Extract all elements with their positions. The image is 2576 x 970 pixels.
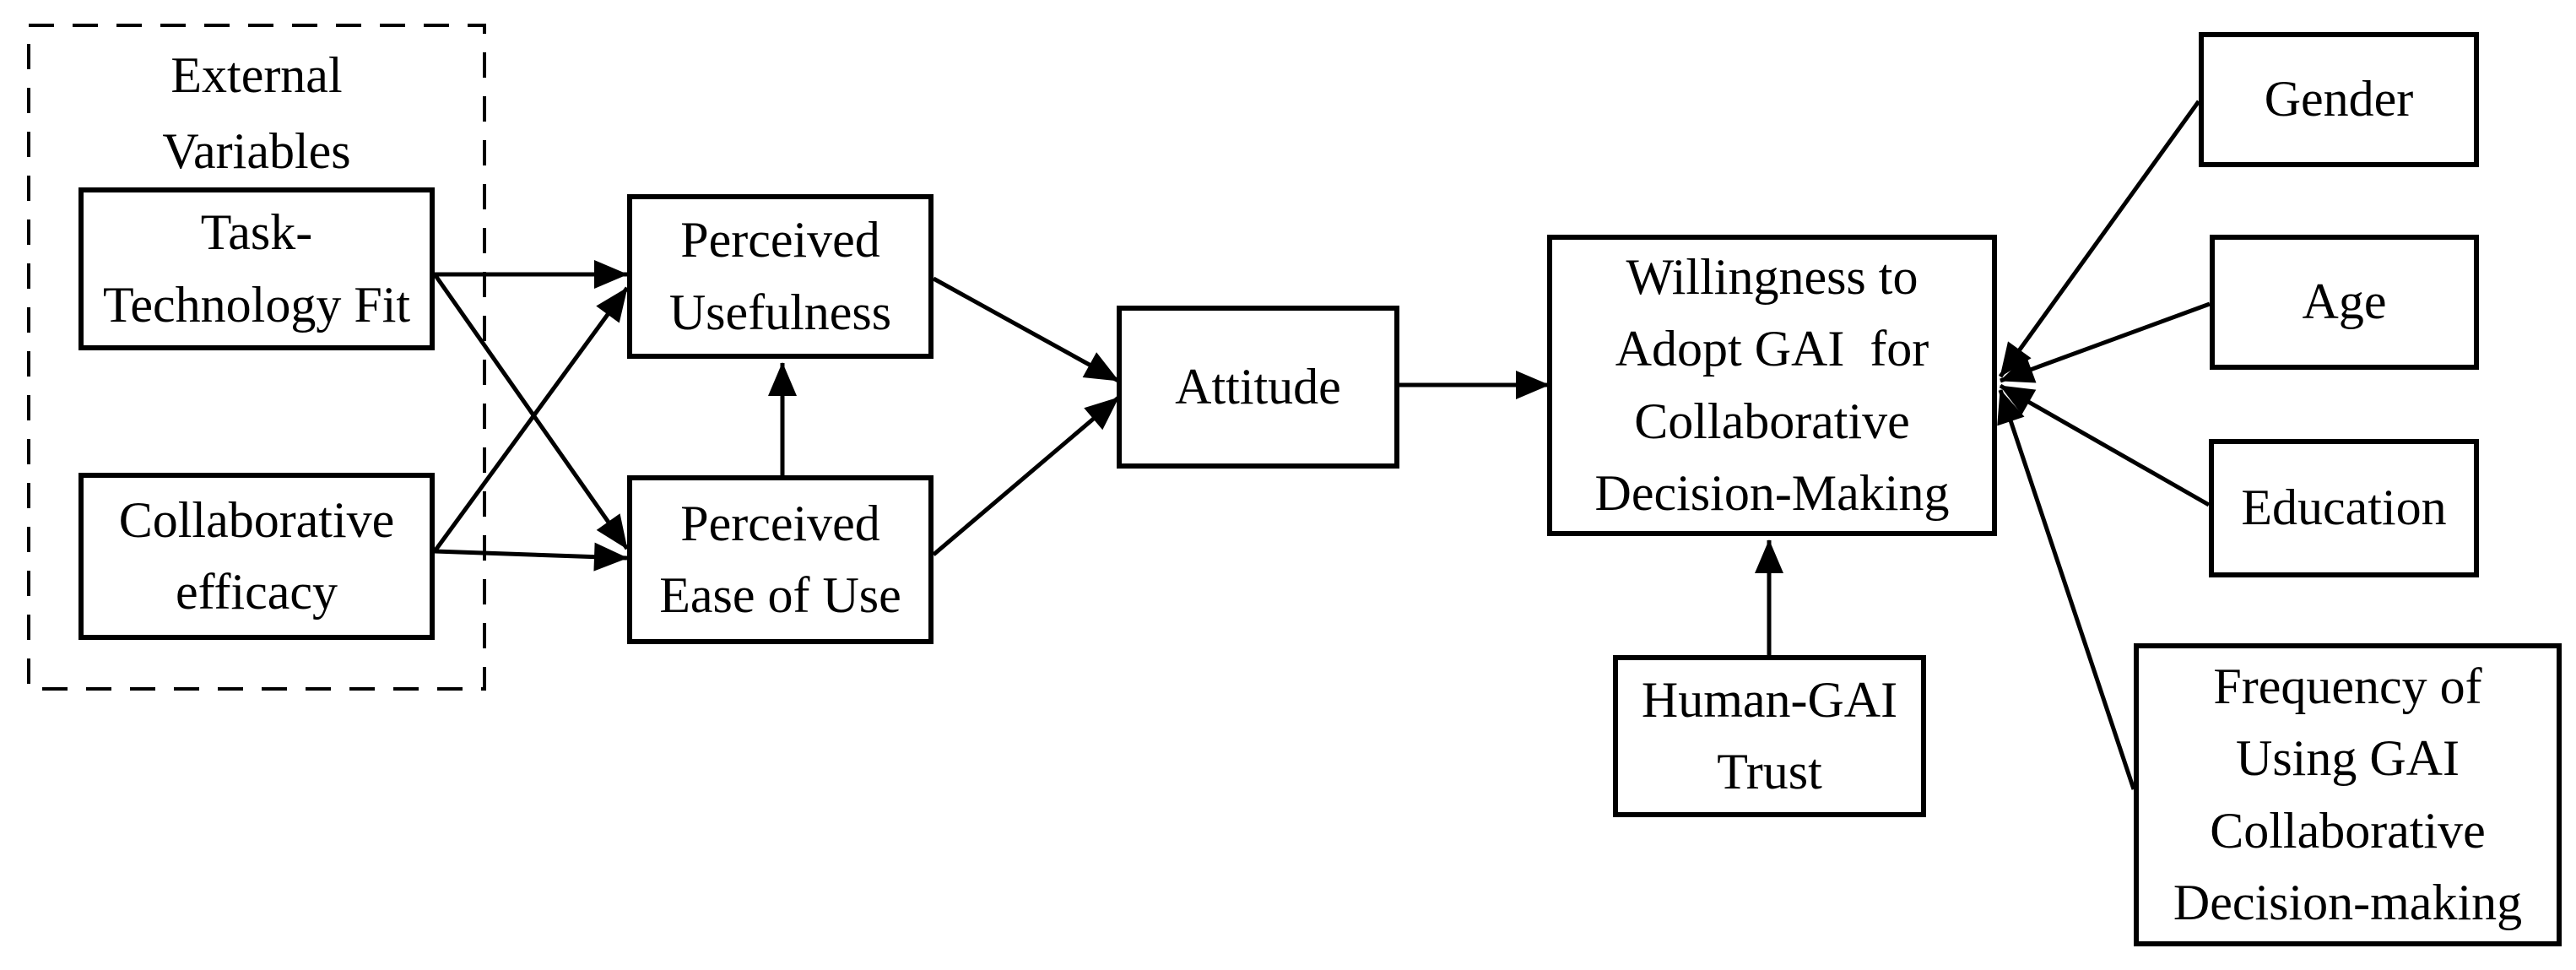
node-task-technology-fit: Task- Technology Fit — [78, 187, 435, 350]
node-frequency: Frequency of Using GAI Collaborative Dec… — [2134, 643, 2562, 946]
node-label-line: Perceived — [680, 495, 880, 551]
node-label-line: Decision-Making — [1594, 464, 1950, 521]
node-label-line: efficacy — [175, 564, 338, 620]
node-label-line: Perceived — [680, 212, 880, 268]
edge-age-willingness — [2000, 301, 2211, 383]
external-variables-label: External Variables — [29, 37, 484, 189]
edge-gender-willingness — [1998, 100, 2201, 378]
external-variables-label-line: External — [170, 47, 343, 103]
external-variables-group-box — [27, 24, 486, 691]
node-label-line: Willingness to — [1626, 249, 1918, 306]
node-label-line: Collaborative — [2210, 802, 2486, 859]
edge-ce-pu — [432, 286, 630, 553]
node-label-line: Technology Fit — [102, 276, 411, 333]
node-collaborative-efficacy: Collaborative efficacy — [78, 473, 435, 640]
node-human-gai-trust: Human-GAI Trust — [1613, 655, 1926, 817]
node-label-line: Human-GAI — [1641, 671, 1898, 728]
node-label-line: Usefulness — [668, 284, 892, 340]
node-label-line: Collaborative — [1634, 393, 1910, 449]
edge-pu-attitude — [932, 276, 1120, 383]
node-label-line: Attitude — [1175, 358, 1341, 415]
node-attitude: Attitude — [1117, 306, 1399, 469]
node-label-line: Task- — [200, 204, 313, 261]
node-gender: Gender — [2199, 32, 2479, 167]
edge-peou-attitude — [932, 396, 1120, 556]
node-label-line: Using GAI — [2236, 730, 2460, 787]
node-age: Age — [2210, 235, 2479, 370]
node-label-line: Collaborative — [118, 491, 395, 548]
node-label-line: Gender — [2264, 71, 2414, 127]
node-label-line: Ease of Use — [659, 567, 901, 623]
node-label-line: Age — [2302, 274, 2387, 330]
node-education: Education — [2209, 439, 2479, 577]
edge-frequency-willingness — [1997, 389, 2136, 790]
node-willingness: Willingness to Adopt GAI for Collaborati… — [1547, 235, 1997, 536]
node-label-line: Frequency of — [2213, 658, 2482, 715]
external-variables-label-line: Variables — [162, 123, 351, 179]
node-perceived-usefulness: Perceived Usefulness — [627, 194, 934, 359]
node-label-line: Decision-making — [2173, 874, 2523, 930]
node-label-line: Trust — [1717, 744, 1822, 799]
edge-ttf-peou — [432, 273, 630, 550]
node-perceived-ease-of-use: Perceived Ease of Use — [627, 475, 934, 644]
edge-education-willingness — [1999, 383, 2211, 507]
node-label-line: Adopt GAI for — [1615, 321, 1929, 377]
node-label-line: Education — [2241, 480, 2447, 536]
edge-ce-peou — [434, 542, 628, 572]
